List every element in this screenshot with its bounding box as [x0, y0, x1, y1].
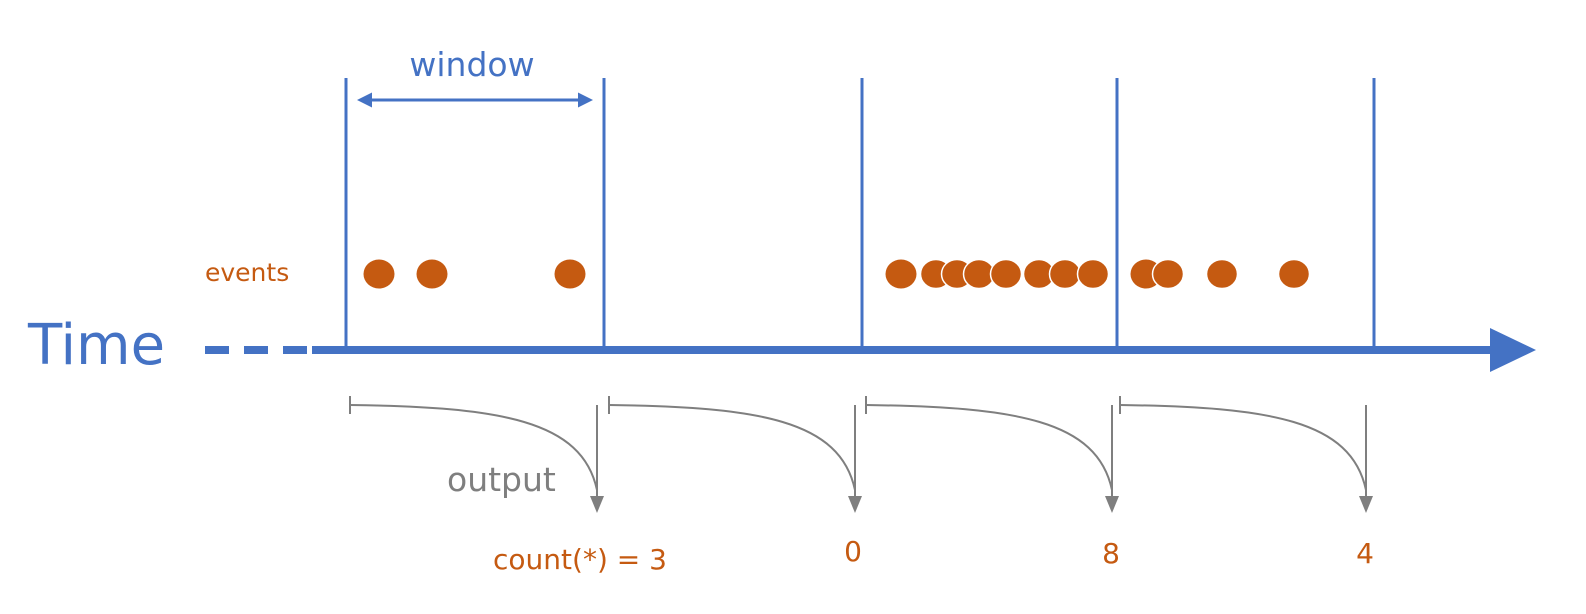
events-label: events	[205, 258, 289, 287]
output-value-window-1: count(*) = 3	[493, 543, 667, 576]
output-connector-2	[608, 396, 862, 513]
window-label: window	[409, 45, 534, 84]
output-value-window-3: 8	[1102, 537, 1120, 570]
event-dot	[989, 258, 1023, 290]
output-connector-1	[349, 396, 604, 513]
time-label: Time	[27, 313, 165, 378]
event-dot	[363, 259, 395, 289]
event-dot	[1277, 258, 1311, 290]
timeline-arrowhead	[1490, 328, 1536, 372]
event-dot	[1205, 258, 1239, 290]
event-dot	[1048, 258, 1082, 290]
event-dots	[363, 258, 1311, 290]
output-connectors	[349, 396, 1373, 513]
event-dot	[885, 259, 917, 289]
output-value-window-4: 4	[1356, 537, 1374, 570]
event-dot	[416, 259, 448, 289]
output-value-window-2: 0	[844, 535, 862, 568]
event-dot	[1151, 258, 1185, 290]
event-dot	[1076, 258, 1110, 290]
output-connector-4	[1119, 396, 1373, 513]
event-dot	[554, 259, 586, 289]
output-label: output	[447, 460, 556, 499]
output-connector-3	[865, 396, 1119, 513]
window-boundaries	[344, 78, 1376, 350]
